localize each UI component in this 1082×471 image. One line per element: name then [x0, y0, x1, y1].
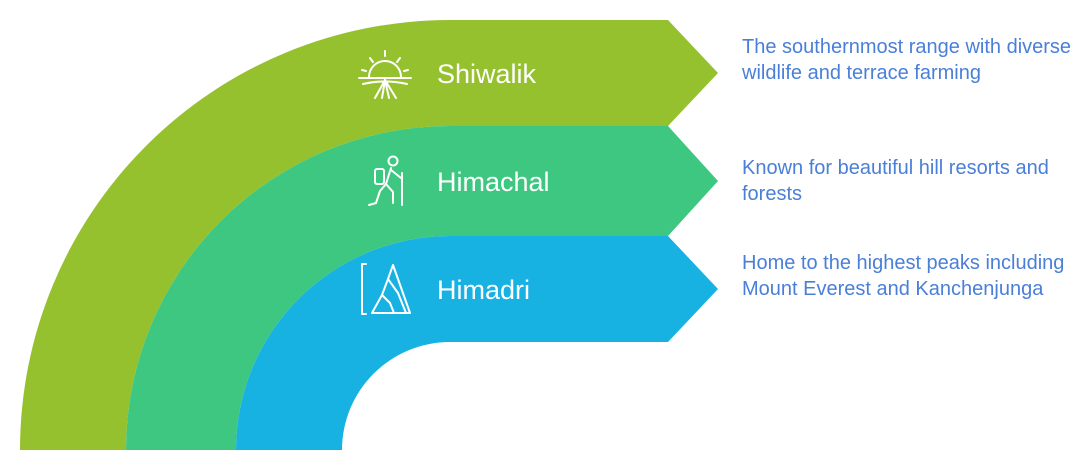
band-himachal: [126, 126, 718, 450]
sunrise-icon: [358, 50, 412, 99]
band-shiwalik: [20, 20, 718, 450]
description-himachal: Known for beautiful hill resorts and for…: [742, 157, 1049, 205]
mountain-peak-icon: [361, 263, 411, 315]
band-label-himachal: Himachal: [437, 167, 550, 197]
description-shiwalik: The southernmost range with diverse wild…: [742, 36, 1072, 84]
description-himadri: Home to the highest peaks including Moun…: [742, 252, 1065, 300]
band-himadri: [236, 236, 718, 450]
band-label-himadri: Himadri: [437, 275, 530, 305]
hiker-icon: [368, 155, 403, 206]
band-label-shiwalik: Shiwalik: [437, 59, 537, 89]
